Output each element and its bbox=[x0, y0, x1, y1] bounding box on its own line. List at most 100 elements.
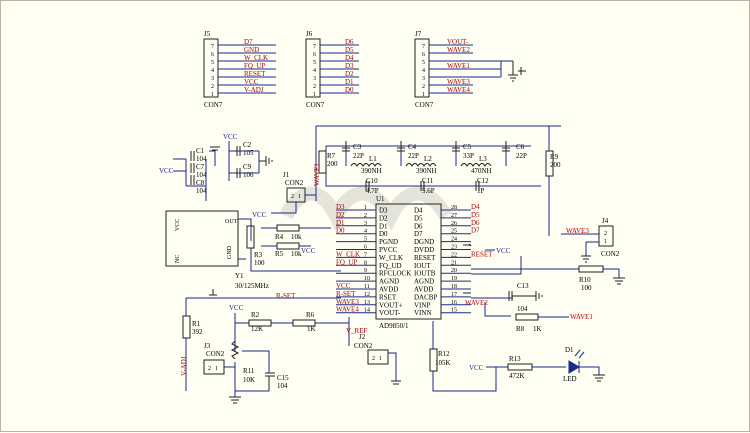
ic-pin-number: 8 bbox=[364, 260, 367, 266]
component-value: 472K bbox=[509, 372, 525, 380]
component-value: 4.7P bbox=[366, 187, 379, 195]
ic-pin-number: 6 bbox=[364, 245, 367, 251]
led-indicator: R12 105K VCC R13 472K D1 LED bbox=[429, 321, 605, 392]
component-value: 30/125MHz bbox=[235, 282, 269, 290]
component-ref: C6 bbox=[516, 143, 525, 151]
ic-pin-number: 10 bbox=[364, 276, 370, 282]
ic-pin-number: 21 bbox=[451, 260, 457, 266]
j7-pin: 5 bbox=[422, 60, 425, 66]
j7-body bbox=[414, 38, 430, 98]
j5-ref: J5 bbox=[204, 30, 211, 38]
svg-text:1: 1 bbox=[298, 194, 301, 200]
component-value: 100 bbox=[254, 259, 265, 267]
ic-pin-number: 4 bbox=[364, 229, 367, 235]
component-ref: R11 bbox=[243, 367, 255, 375]
j2-type: CON2 bbox=[354, 342, 373, 350]
net-label: FQ_UP bbox=[336, 258, 358, 266]
j5-pin: 1 bbox=[211, 92, 214, 98]
component-value: 104 bbox=[196, 187, 207, 195]
ic-pin-number: 11 bbox=[364, 284, 370, 290]
net-label: V-ADJ bbox=[244, 86, 264, 94]
resistor-r4 bbox=[276, 224, 300, 232]
j5-pin: 6 bbox=[211, 52, 214, 58]
connector-j6: J6 7 6 5 4 3 2 1 D6 D5 D4 D3 D2 D1 D0 CO… bbox=[305, 30, 359, 109]
ic-pin-name: VINP bbox=[414, 301, 430, 309]
component-ref: R3 bbox=[254, 251, 263, 259]
ic-pin-name: AVDD bbox=[414, 286, 433, 294]
net-label: V-ADJ bbox=[180, 356, 188, 376]
ic-pin-name: D4 bbox=[414, 207, 423, 215]
ic-pin-name: PGND bbox=[379, 238, 398, 246]
ic-pin-number: 15 bbox=[451, 308, 457, 314]
svg-text:1: 1 bbox=[215, 366, 218, 372]
component-ref: R6 bbox=[306, 311, 315, 319]
ic-pin-name: IOUT bbox=[414, 262, 431, 270]
component-ref: C13 bbox=[517, 282, 529, 290]
net-label: D1 bbox=[345, 78, 354, 86]
svg-text:2: 2 bbox=[208, 366, 211, 372]
svg-text:2: 2 bbox=[372, 356, 375, 362]
net-label: FQ_UP bbox=[244, 62, 266, 70]
component-value: 10k bbox=[291, 250, 302, 258]
component-value: 390NH bbox=[416, 167, 437, 175]
ic-pin-name: FQ_UD bbox=[379, 262, 402, 270]
ic-pin-name: VOUT+ bbox=[379, 301, 402, 309]
component-value: 33P bbox=[463, 152, 474, 160]
component-value: 106 bbox=[243, 171, 254, 179]
ic-right-net: VCC WAVE2 C13 104 R8 1K WAVE1 bbox=[463, 243, 593, 333]
net-label: VCC bbox=[301, 247, 316, 255]
j5-pin: 3 bbox=[211, 76, 214, 82]
ic-pin-number: 18 bbox=[451, 284, 457, 290]
component-ref: C15 bbox=[277, 374, 289, 382]
connector-j5: J5 7 6 5 4 3 2 1 D7 GND W_CLK FQ_UP RESE… bbox=[203, 30, 276, 109]
ic-pin-name: D5 bbox=[414, 214, 423, 222]
net-label: D0 bbox=[345, 86, 354, 94]
ic-pin-name: AVDD bbox=[379, 286, 398, 294]
j7-pin: 7 bbox=[422, 44, 425, 50]
net-label: D2 bbox=[336, 211, 345, 219]
ic-pin-number: 28 bbox=[451, 205, 457, 211]
ic-pin-number: 16 bbox=[451, 300, 457, 306]
component-value: 200 bbox=[550, 161, 561, 169]
component-value: 470NH bbox=[471, 167, 492, 175]
j5-type: CON7 bbox=[204, 101, 223, 109]
j2-ref: J2 bbox=[359, 333, 366, 341]
ic-pin-name: VOUT- bbox=[379, 309, 401, 317]
resistor-r7 bbox=[318, 150, 327, 174]
ic-pin-name: W_CLK bbox=[379, 254, 403, 262]
j7-pin: 3 bbox=[422, 76, 425, 82]
ic-pin-name: PVCC bbox=[379, 246, 398, 254]
j6-pin: 6 bbox=[313, 52, 316, 58]
j7-pin: 6 bbox=[422, 52, 425, 58]
ic-pin-name: D1 bbox=[379, 222, 388, 230]
net-label: D7 bbox=[244, 38, 253, 46]
net-label: D5 bbox=[345, 46, 354, 54]
component-value: 1K bbox=[533, 325, 542, 333]
component-value: 22P bbox=[408, 152, 419, 160]
ic-pin-name: IOUTB bbox=[414, 270, 436, 278]
net-label: WAVE1 bbox=[447, 62, 470, 70]
ic-u1: U1 AD9850/1 bbox=[375, 195, 442, 330]
ic-pin-number: 12 bbox=[364, 292, 370, 298]
component-ref: C9 bbox=[243, 163, 252, 171]
potentiometer-r11 bbox=[230, 340, 240, 360]
net-label: VCC bbox=[229, 304, 244, 312]
component-ref: R12 bbox=[438, 350, 450, 358]
net-label: R-SET bbox=[276, 292, 296, 300]
net-label: VCC bbox=[336, 282, 351, 290]
component-value: 1K bbox=[307, 325, 316, 333]
svg-text:2: 2 bbox=[291, 194, 294, 200]
ic-pin-number: 23 bbox=[451, 245, 457, 251]
resistor-r1 bbox=[182, 315, 191, 339]
ic-pin-number: 13 bbox=[364, 300, 370, 306]
ic-pin-name: AGND bbox=[414, 278, 434, 286]
net-label: D7 bbox=[471, 227, 480, 235]
net-label: WAVE2 bbox=[447, 46, 470, 54]
j7-ref: J7 bbox=[415, 30, 422, 38]
component-value: 22P bbox=[353, 152, 364, 160]
j6-pin: 4 bbox=[313, 68, 316, 74]
ic-body bbox=[375, 203, 442, 320]
component-value: 200 bbox=[327, 160, 338, 168]
